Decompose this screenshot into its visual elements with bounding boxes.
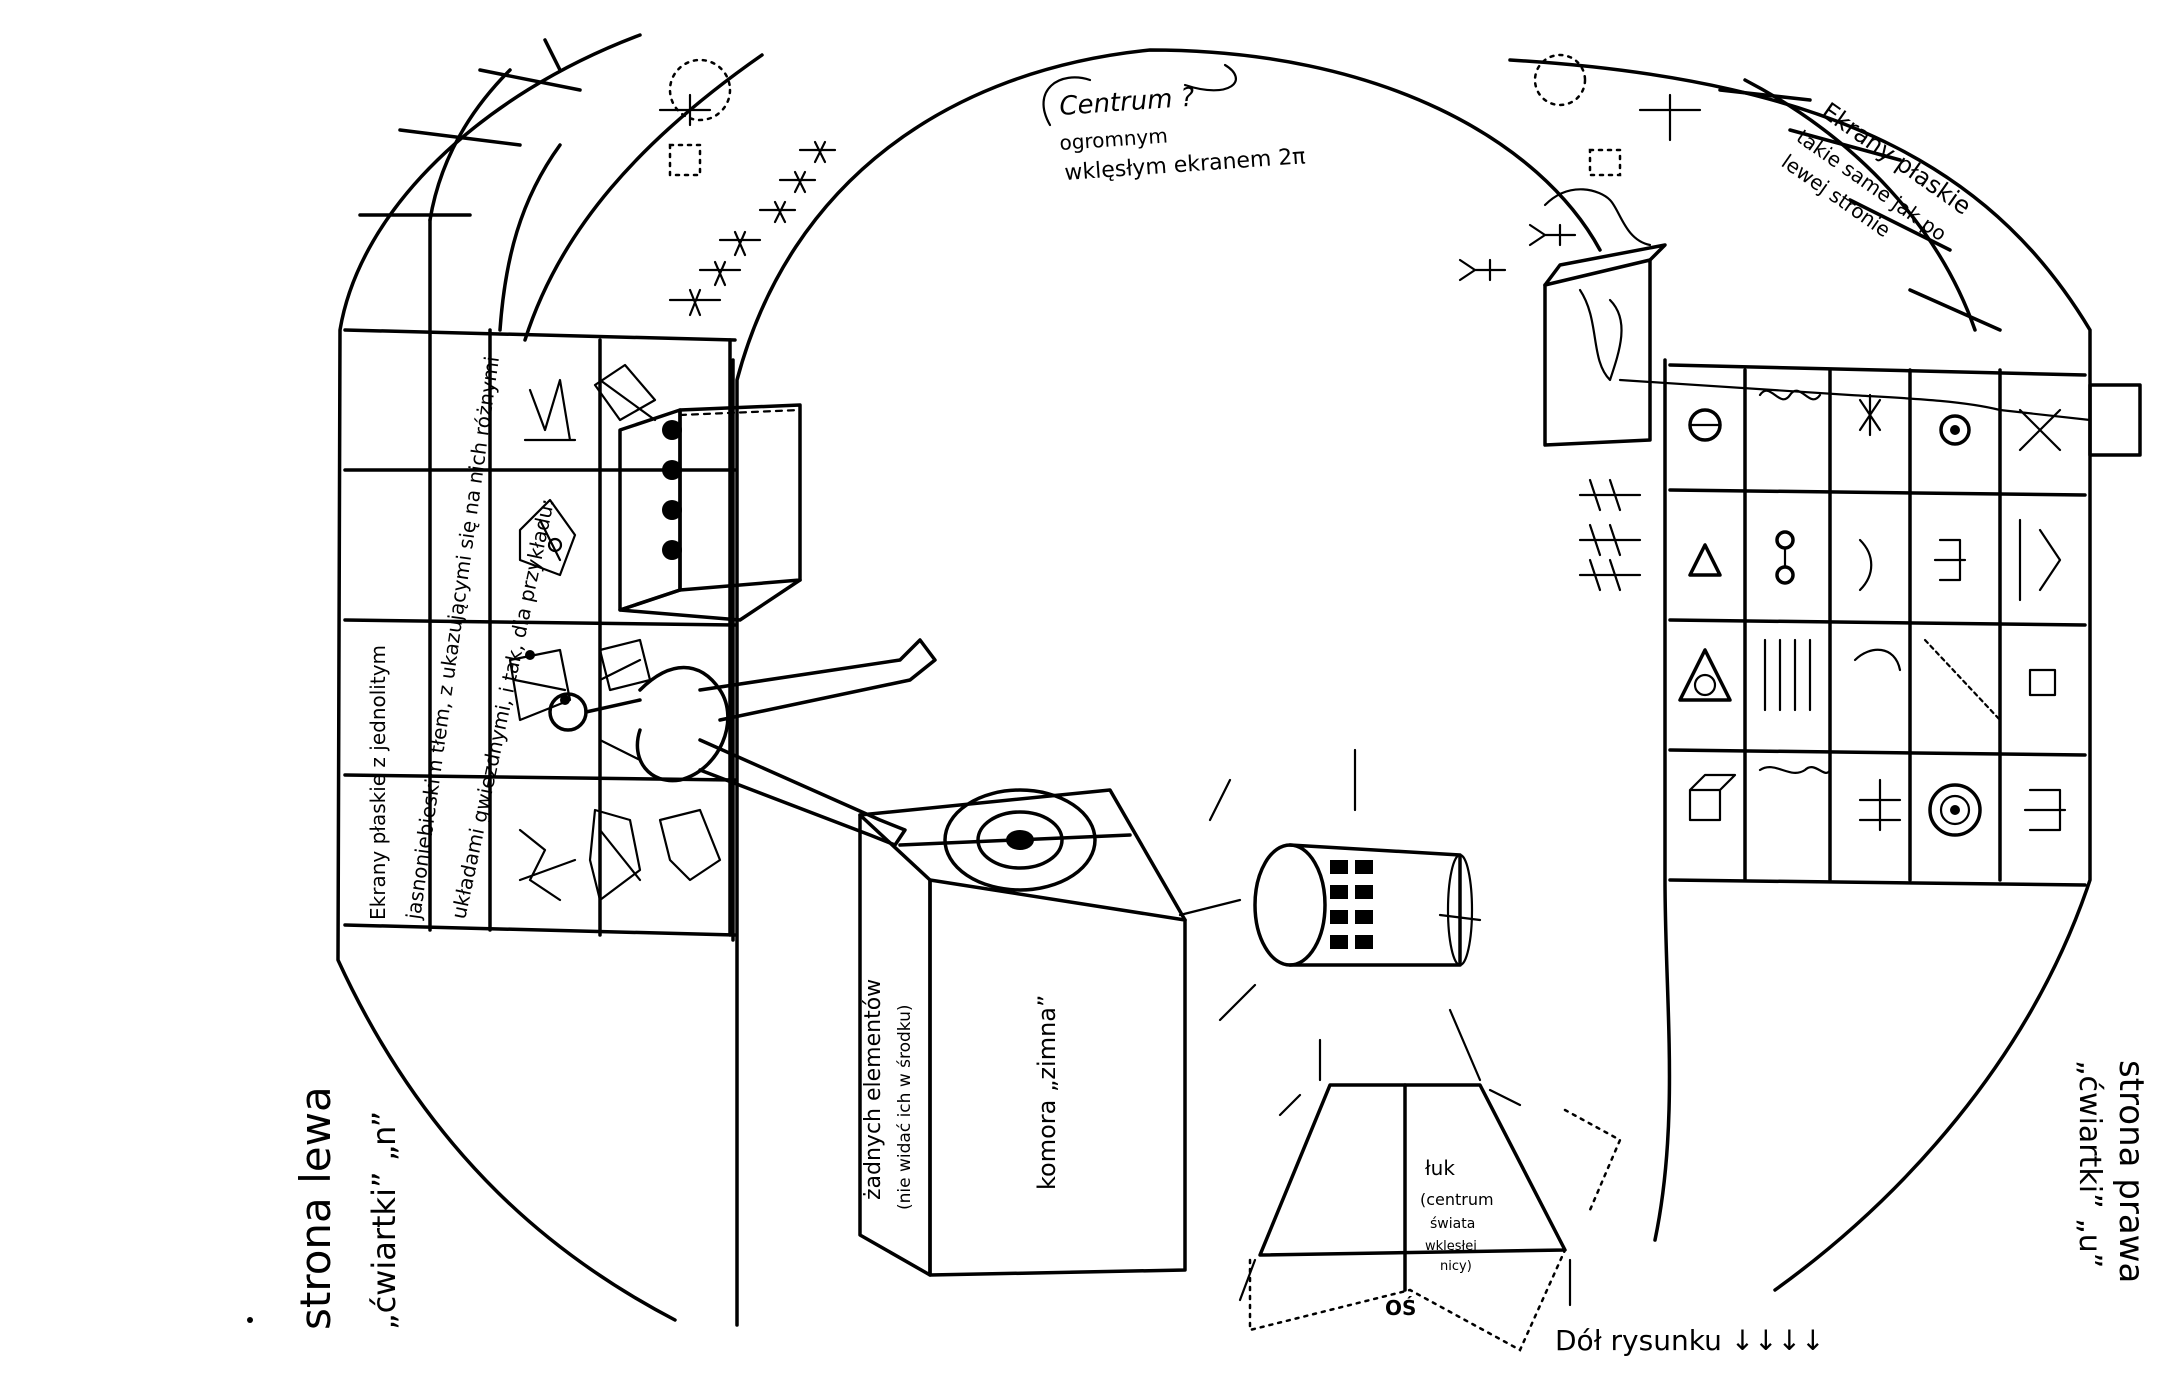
arch-label-2: (centrum — [1420, 1190, 1494, 1209]
symbol-doodles-right — [1678, 389, 2067, 837]
arch-label-1: łuk — [1425, 1156, 1455, 1180]
left-cabinet — [618, 403, 802, 622]
no-elements-label-1: żadnych elementów — [861, 979, 886, 1200]
right-side-label-2: „ćwiartki” „u” — [2072, 1060, 2107, 1268]
center-curl-arrow — [1042, 63, 1237, 127]
stray-dot — [247, 1317, 253, 1323]
center-title: Centrum ? — [1058, 83, 1195, 122]
center-cylinder — [1178, 748, 1482, 1022]
left-screens-note-1: Ekrany płaskie z jednolitym — [366, 645, 390, 920]
right-screen-grid — [1668, 88, 2087, 887]
left-side-label-1: strona lewa — [291, 1086, 340, 1330]
arch-label-3: świata — [1430, 1216, 1475, 1232]
cold-chamber — [858, 788, 1187, 1277]
text-labels: strona lewa „ćwiartki” „n” strona prawa … — [291, 83, 2151, 1357]
right-device — [1543, 188, 2142, 457]
human-figure — [548, 638, 937, 847]
stick-figures — [668, 140, 1642, 592]
star-pattern-doodles-left — [508, 363, 722, 902]
dotted-doodles — [658, 53, 1702, 177]
no-elements-label-2: (nie widać ich w środku) — [895, 1004, 915, 1210]
axis-label: OŚ — [1385, 1296, 1416, 1320]
arch-label-4: wklęsłej — [1425, 1239, 1477, 1254]
frame-arcs — [336, 33, 2092, 1327]
chamber-label: komora „zimna” — [1033, 995, 1061, 1190]
right-side-label-1: strona prawa — [2111, 1060, 2151, 1283]
arch-label-5: nicy) — [1440, 1259, 1472, 1274]
bottom-note: Dół rysunku ↓↓↓↓ — [1555, 1324, 1825, 1357]
arch-structure — [1238, 1008, 1622, 1352]
center-sub-1: ogromnym — [1059, 123, 1169, 155]
left-side-label-2: „ćwiartki” „n” — [365, 1111, 403, 1330]
